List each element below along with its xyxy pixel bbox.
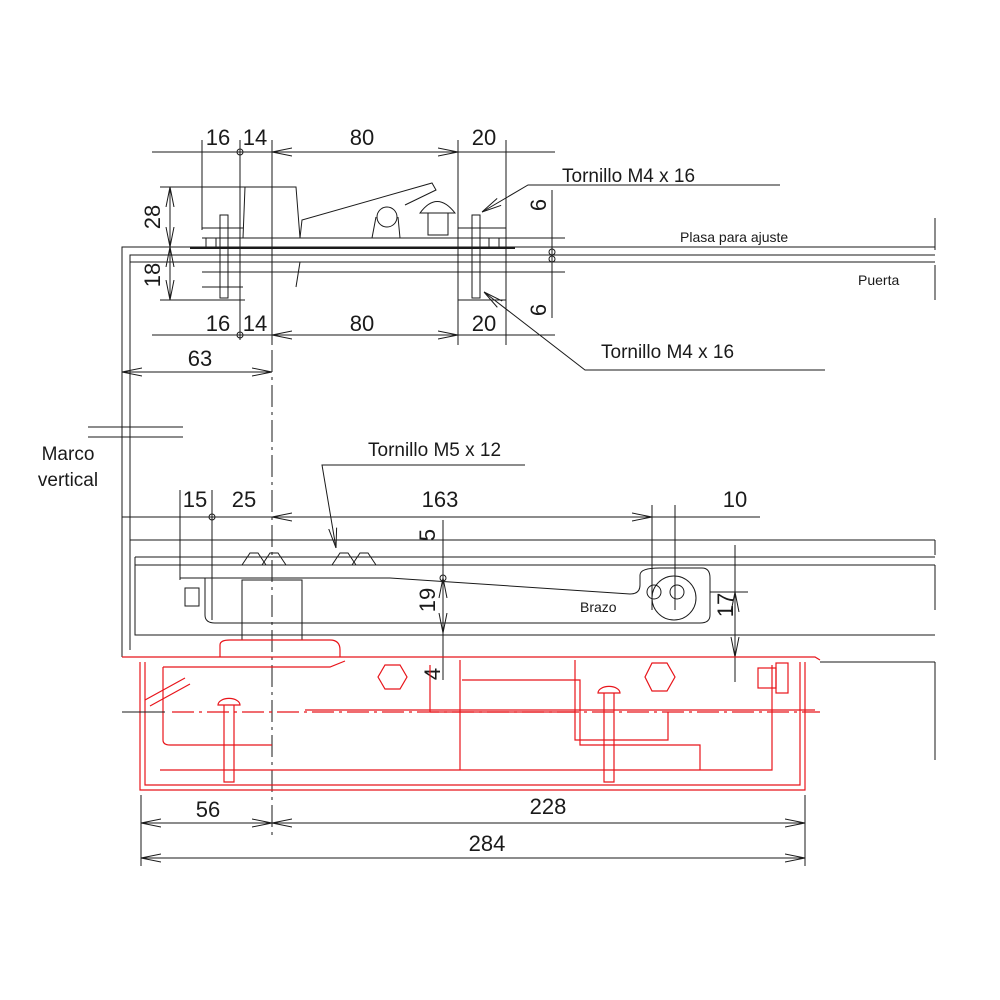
label-brazo: Brazo (580, 599, 617, 615)
label-plasa-para-ajuste: Plasa para ajuste (680, 229, 788, 245)
dim-20-bottom: 20 (472, 311, 496, 336)
dim-28: 28 (140, 205, 165, 229)
dim-18: 18 (140, 263, 165, 287)
dim-228: 228 (530, 794, 567, 819)
hinge-bottom-dimension-row: 16 14 80 20 63 (122, 311, 555, 372)
dim-14-top: 14 (243, 125, 267, 150)
door-frame (88, 218, 936, 657)
dim-284: 284 (469, 831, 506, 856)
dim-19: 19 (415, 588, 440, 612)
dim-16-top: 16 (206, 125, 230, 150)
label-tornillo-m5: Tornillo M5 x 12 (368, 440, 501, 461)
top-dimension-row: 16 14 80 20 (152, 125, 555, 345)
adjustment-plate-assembly (202, 182, 507, 301)
dim-5: 5 (415, 529, 440, 541)
dim-6-lower: 6 (526, 304, 551, 316)
dim-14-bottom: 14 (243, 311, 267, 336)
dim-80-bottom: 80 (350, 311, 374, 336)
dim-25: 25 (232, 487, 256, 512)
dim-6-upper: 6 (526, 199, 551, 211)
middle-dimension-row: 15 25 163 10 (122, 487, 760, 620)
label-puerta: Puerta (858, 272, 899, 288)
door-closer-body (122, 639, 821, 791)
dim-15: 15 (183, 487, 207, 512)
height-dimensions: 28 18 6 6 (140, 186, 565, 318)
label-tornillo-m4-top: Tornillo M4 x 16 (562, 166, 695, 187)
rail-and-arm (130, 539, 936, 641)
vertical-dimensions: 5 19 4 17 (415, 520, 748, 682)
dim-4: 4 (420, 668, 445, 680)
dim-56: 56 (196, 797, 220, 822)
dim-63: 63 (188, 346, 212, 371)
bottom-dimension-row: 56 228 284 (122, 661, 936, 866)
dim-16-bottom: 16 (206, 311, 230, 336)
label-vertical: vertical (38, 470, 98, 491)
dim-163: 163 (422, 487, 459, 512)
dim-20-top: 20 (472, 125, 496, 150)
label-marco: Marco (42, 444, 95, 465)
callouts: Tornillo M4 x 16 Tornillo M4 x 16 Plasa … (38, 166, 900, 615)
dim-17: 17 (713, 593, 738, 617)
dim-10: 10 (723, 487, 747, 512)
label-tornillo-m4-bottom: Tornillo M4 x 16 (601, 342, 734, 363)
dim-80-top: 80 (350, 125, 374, 150)
